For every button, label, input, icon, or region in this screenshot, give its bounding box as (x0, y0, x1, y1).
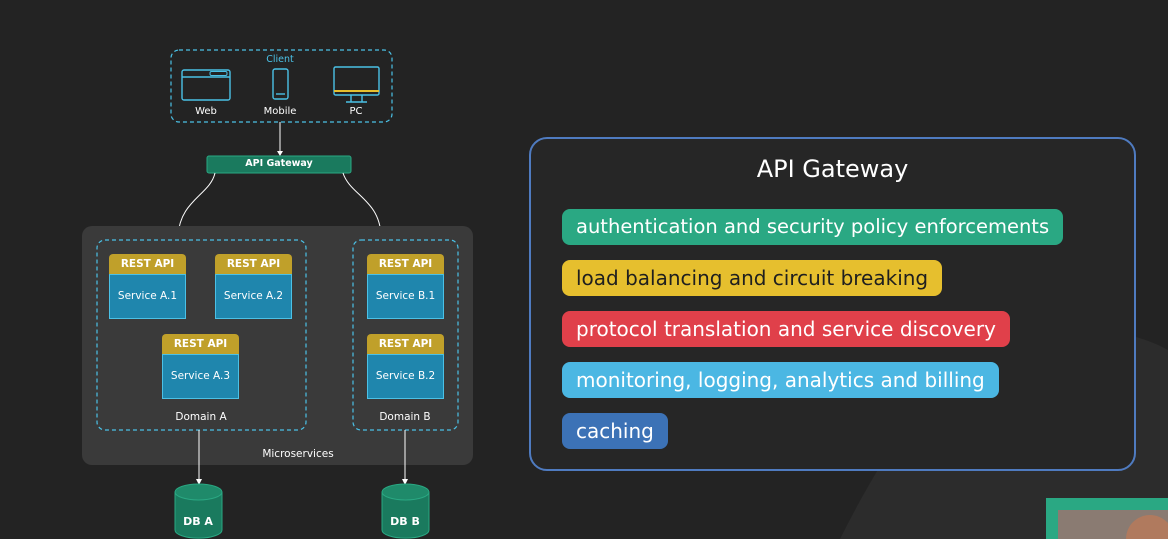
db-a-cylinder-icon (174, 483, 223, 539)
service-a3: Service A.3 (162, 354, 239, 399)
db-b-cylinder-icon (381, 483, 430, 539)
domain-b-label: Domain B (379, 411, 431, 423)
feature-caching: caching (562, 413, 668, 449)
db-b-label: DB B (390, 515, 420, 528)
service-b2-rest-api: REST API (367, 334, 444, 354)
client-pc-label: PC (349, 106, 363, 117)
feature-monitoring: monitoring, logging, analytics and billi… (562, 362, 999, 398)
service-b1-rest-api: REST API (367, 254, 444, 274)
feature-load-balancing: load balancing and circuit breaking (562, 260, 943, 296)
microservices-label: Microservices (262, 448, 334, 460)
feature-authentication: authentication and security policy enfor… (562, 209, 1064, 245)
db-a-label: DB A (183, 515, 213, 528)
domain-a-label: Domain A (175, 411, 227, 423)
client-mobile-label: Mobile (263, 106, 297, 117)
service-a1-rest-api: REST API (109, 254, 186, 274)
mobile-phone-icon (272, 68, 289, 100)
service-a2: Service A.2 (215, 274, 292, 319)
client-title: Client (266, 54, 294, 65)
service-b2: Service B.2 (367, 354, 444, 399)
panel-title: API Gateway (756, 155, 909, 183)
service-a2-rest-api: REST API (215, 254, 292, 274)
service-a1: Service A.1 (109, 274, 186, 319)
desktop-monitor-icon (333, 66, 380, 103)
client-web-label: Web (195, 106, 217, 117)
service-b1: Service B.1 (367, 274, 444, 319)
client-box (170, 49, 393, 123)
browser-window-icon (181, 69, 231, 101)
feature-protocol-translation: protocol translation and service discove… (562, 311, 1010, 347)
service-a3-rest-api: REST API (162, 334, 239, 354)
gateway-box (206, 155, 352, 174)
gateway-label: API Gateway (245, 158, 313, 169)
